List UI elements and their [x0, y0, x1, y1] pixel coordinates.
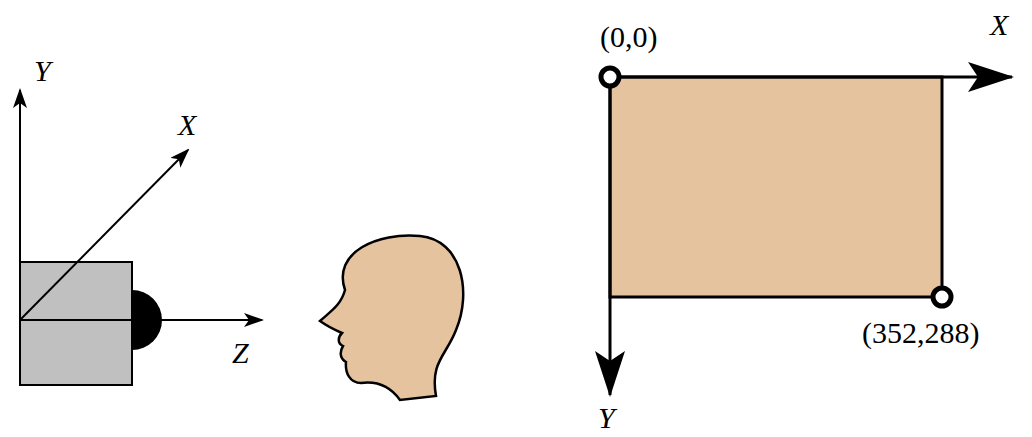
axis-label: Y: [34, 56, 51, 86]
y-axis-3d: [19, 90, 21, 320]
axis-label: Y: [598, 403, 615, 433]
camera-midline: [20, 319, 132, 321]
head-silhouette: [320, 235, 463, 400]
z-axis-3d: [132, 319, 262, 321]
axis-label: X: [178, 110, 196, 140]
y-axis-image: [609, 77, 612, 395]
axis-label: X: [990, 10, 1008, 40]
coordinate-label: (0,0): [600, 22, 657, 52]
image-plane: [610, 77, 942, 297]
axis-label: Z: [232, 338, 249, 368]
camera-body: [20, 262, 132, 385]
corner-point: [933, 288, 951, 306]
x-axis-image: [610, 76, 1012, 79]
coordinate-label: (352,288): [862, 318, 979, 348]
origin-point: [601, 68, 619, 86]
x-axis-3d: [20, 150, 188, 320]
